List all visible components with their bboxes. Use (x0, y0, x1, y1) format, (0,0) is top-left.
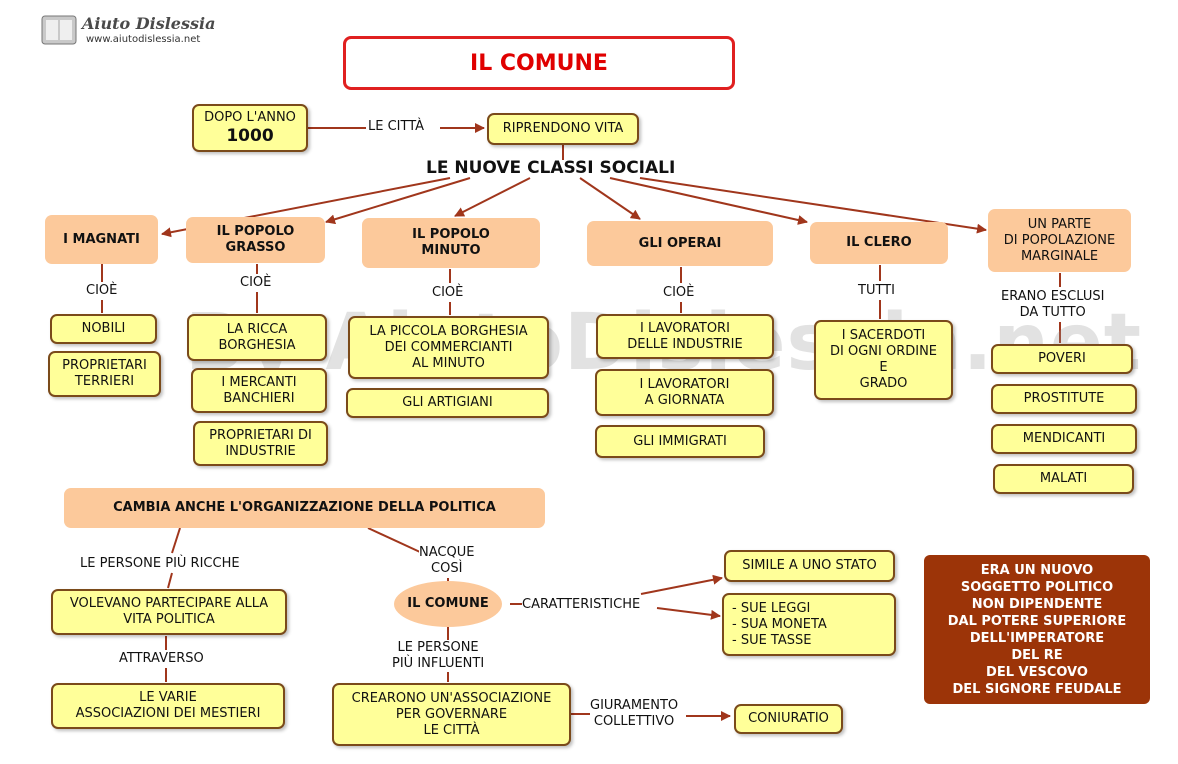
clero-link: TUTTI (858, 283, 895, 299)
attraverso-label: ATTRAVERSO (119, 651, 204, 667)
classi-title: LE NUOVE CLASSI SOCIALI (426, 158, 676, 178)
popolo-minuto-link: CIOÈ (432, 285, 464, 301)
marginale-box: UN PARTE DI POPOLAZIONE MARGINALE (988, 209, 1131, 272)
item-immigrati: GLI IMMIGRATI (595, 425, 765, 458)
giuramento-label: GIURAMENTO COLLETTIVO (590, 698, 679, 730)
magnati-box: I MAGNATI (45, 215, 158, 264)
volevano-box: VOLEVANO PARTECIPARE ALLA VITA POLITICA (51, 589, 287, 635)
item-proprietari-terrieri: PROPRIETARI TERRIERI (48, 351, 161, 397)
persone-ricche-label: LE PERSONE PIÙ RICCHE (80, 556, 240, 572)
coniuratio-box: CONIURATIO (734, 704, 843, 734)
caratteristiche-label: CARATTERISTICHE (522, 597, 641, 613)
item-mercanti-banchieri: I MERCANTI BANCHIERI (191, 368, 327, 413)
dopo-label: DOPO L'ANNO (204, 110, 296, 125)
politica-title: CAMBIA ANCHE L'ORGANIZZAZIONE DELLA POLI… (64, 488, 545, 528)
item-malati: MALATI (993, 464, 1134, 494)
crearono-box: CREARONO UN'ASSOCIAZIONE PER GOVERNARE L… (332, 683, 571, 746)
operai-box: GLI OPERAI (587, 221, 773, 266)
item-sacerdoti: I SACERDOTI DI OGNI ORDINE E GRADO (814, 320, 953, 400)
nuovo-soggetto-note: ERA UN NUOVO SOGGETTO POLITICO NON DIPEN… (924, 555, 1150, 704)
item-piccola-borghesia: LA PICCOLA BORGHESIA DEI COMMERCIANTI AL… (348, 316, 549, 379)
nacque-label: NACQUE COSÌ (419, 545, 475, 577)
popolo-grasso-box: IL POPOLO GRASSO (186, 217, 325, 263)
logo-url: www.aiutodislessia.net (86, 34, 201, 45)
item-mendicanti: MENDICANTI (991, 424, 1137, 454)
item-prostitute: PROSTITUTE (991, 384, 1137, 414)
item-poveri: POVERI (991, 344, 1133, 374)
riprendono-box: RIPRENDONO VITA (487, 113, 639, 145)
book-icon (41, 15, 77, 45)
item-lavoratori-industrie: I LAVORATORI DELLE INDUSTRIE (596, 314, 774, 359)
item-lavoratori-giornata: I LAVORATORI A GIORNATA (595, 369, 774, 416)
logo-name: Aiuto Dislessia (82, 14, 216, 33)
popolo-minuto-box: IL POPOLO MINUTO (362, 218, 540, 268)
aiuto-dislessia-logo: Aiuto Dislessia www.aiutodislessia.net (40, 12, 215, 52)
item-artigiani: GLI ARTIGIANI (346, 388, 549, 418)
magnati-link: CIOÈ (86, 283, 118, 299)
popolo-grasso-link: CIOÈ (240, 275, 272, 291)
item-proprietari-industrie: PROPRIETARI DI INDUSTRIE (193, 421, 328, 466)
simile-stato-box: SIMILE A UNO STATO (724, 550, 895, 582)
le-citta-label: LE CITTÀ (368, 119, 425, 135)
operai-link: CIOÈ (663, 285, 695, 301)
leggi-moneta-tasse-box: - SUE LEGGI - SUA MONETA - SUE TASSE (722, 593, 896, 656)
associazioni-box: LE VARIE ASSOCIAZIONI DEI MESTIERI (51, 683, 285, 729)
item-nobili: NOBILI (50, 314, 157, 344)
year-1000: 1000 (226, 126, 274, 146)
il-comune-ellipse: IL COMUNE (394, 581, 502, 627)
item-ricca-borghesia: LA RICCA BORGHESIA (187, 314, 327, 361)
persone-influenti-label: LE PERSONE PIÙ INFLUENTI (392, 640, 485, 672)
page-title: IL COMUNE (343, 36, 735, 90)
dopo-anno-box: DOPO L'ANNO 1000 (192, 104, 308, 152)
marginale-link: ERANO ESCLUSI DA TUTTO (1001, 289, 1105, 321)
clero-box: IL CLERO (810, 222, 948, 264)
